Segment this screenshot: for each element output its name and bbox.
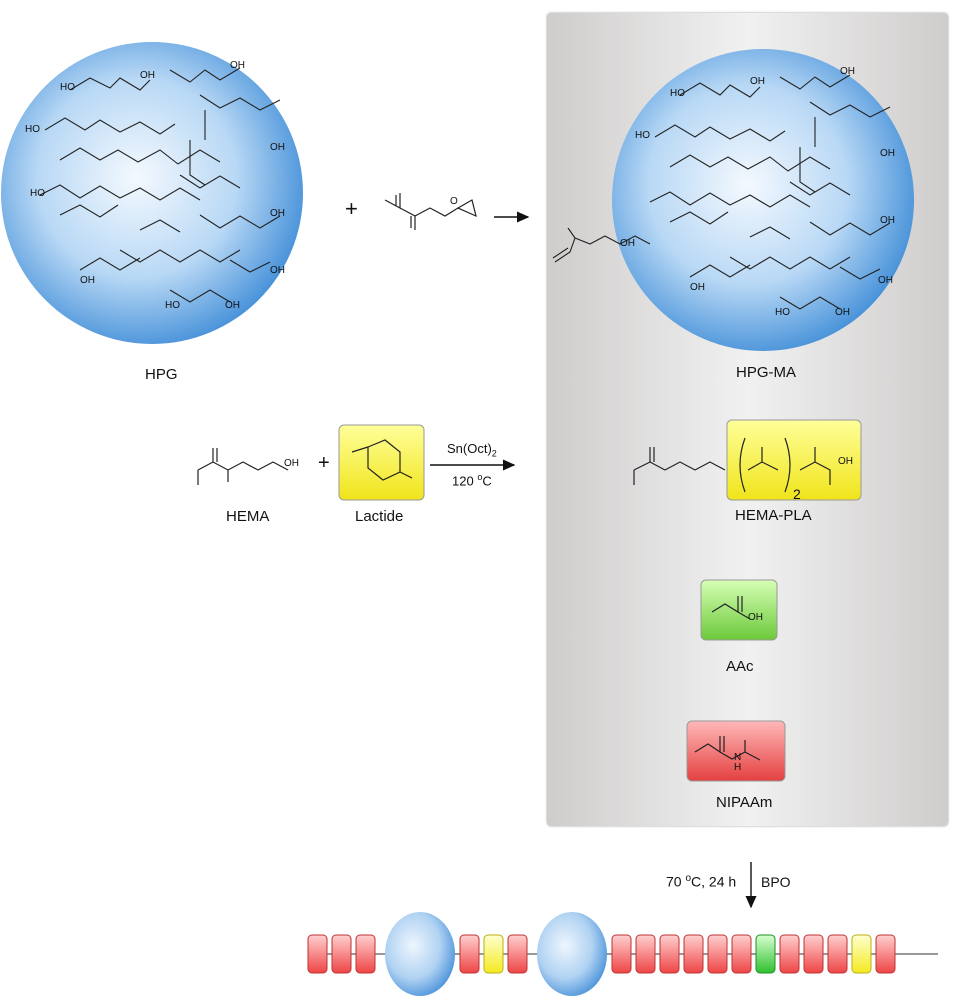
hpg-oh-3: OH [230, 60, 245, 71]
chain-unit-red [307, 934, 328, 974]
nipaam-nh: N [734, 752, 742, 763]
plus-sign-1: + [345, 196, 358, 221]
hema-structure [197, 448, 289, 485]
chain-unit-red [875, 934, 896, 974]
gma-structure [384, 193, 477, 230]
nipaam-h: H [734, 762, 742, 773]
gma-epoxide-o: O [450, 196, 458, 207]
chain-unit-red [507, 934, 528, 974]
hpg-oh-2: OH [140, 70, 155, 81]
chain-unit-red [827, 934, 848, 974]
initiator-label: BPO [761, 874, 791, 890]
hpgma-oh-2: OH [750, 76, 765, 87]
chain-unit-red [683, 934, 704, 974]
chain-unit-red [459, 934, 480, 974]
hpgma-oh-4: HO [635, 130, 650, 141]
hpgma-oh-5: OH [880, 148, 895, 159]
hpgma-oh-3: OH [840, 66, 855, 77]
plus-sign-2: + [318, 452, 330, 474]
hpgma-oh-7: OH [880, 215, 895, 226]
hema-pla-label: HEMA-PLA [735, 507, 812, 524]
chain-unit-yellow [483, 934, 504, 974]
lactide-ring [351, 439, 413, 481]
chain-unit-red [331, 934, 352, 974]
hema-label: HEMA [226, 508, 270, 525]
hpg-ma-label: HPG-MA [736, 364, 796, 381]
nipaam-box [686, 720, 786, 782]
pla-oh: OH [838, 456, 853, 467]
lactide-label: Lactide [355, 508, 404, 525]
chain-unit-red [635, 934, 656, 974]
hpgma-oh-9: HO [775, 307, 790, 318]
hpg-oh-9: HO [165, 300, 180, 311]
catalyst-label: Sn(Oct)2 [447, 441, 497, 459]
nipaam-structure [694, 736, 761, 761]
hema-oh: OH [284, 458, 299, 469]
polymer-chain [307, 912, 896, 996]
hpgma-oh-8: OH [690, 282, 705, 293]
hpg-sphere [1, 42, 303, 344]
hpg-oh-10: OH [225, 300, 240, 311]
hpgma-oh-10: OH [835, 307, 850, 318]
chain-unit-red [779, 934, 800, 974]
chain-unit-red [611, 934, 632, 974]
chain-unit-red [803, 934, 824, 974]
hpg-skeleton [39, 67, 281, 303]
chain-hpg-sphere [537, 912, 607, 996]
aac-box [700, 579, 778, 641]
chain-unit-yellow [851, 934, 872, 974]
chain-unit-green [755, 934, 776, 974]
hema-pla-highlight [726, 419, 862, 501]
hpg-oh-6: HO [30, 188, 45, 199]
hpg-oh-7: OH [270, 208, 285, 219]
hpgma-oh-11: OH [878, 275, 893, 286]
hpg-ma-sphere [612, 49, 914, 351]
nipaam-label: NIPAAm [716, 794, 773, 811]
hpg-oh-11: OH [270, 265, 285, 276]
chain-unit-red [707, 934, 728, 974]
aac-oh: OH [748, 612, 763, 623]
hpgma-oh-1: HO [670, 88, 685, 99]
hpg-oh-8: OH [80, 275, 95, 286]
poly-condition-label: 70 oC, 24 h [666, 873, 737, 890]
pla-repeat-count: 2 [793, 486, 801, 502]
aac-structure [711, 596, 751, 620]
hema-pla-structure [633, 437, 831, 493]
hpg-oh-5: OH [270, 142, 285, 153]
hpg-oh-4: HO [25, 124, 40, 135]
chain-hpg-sphere [385, 912, 455, 996]
hpg-label: HPG [145, 366, 178, 383]
hpg-ma-skeleton [552, 74, 891, 310]
hpg-oh-1: HO [60, 82, 75, 93]
aac-label: AAc [726, 658, 754, 675]
chain-unit-red [355, 934, 376, 974]
hpgma-oh-6: OH [620, 238, 635, 249]
chain-unit-red [731, 934, 752, 974]
chain-unit-red [659, 934, 680, 974]
lactide-box [338, 424, 425, 501]
temperature-label: 120 oC [452, 472, 492, 489]
